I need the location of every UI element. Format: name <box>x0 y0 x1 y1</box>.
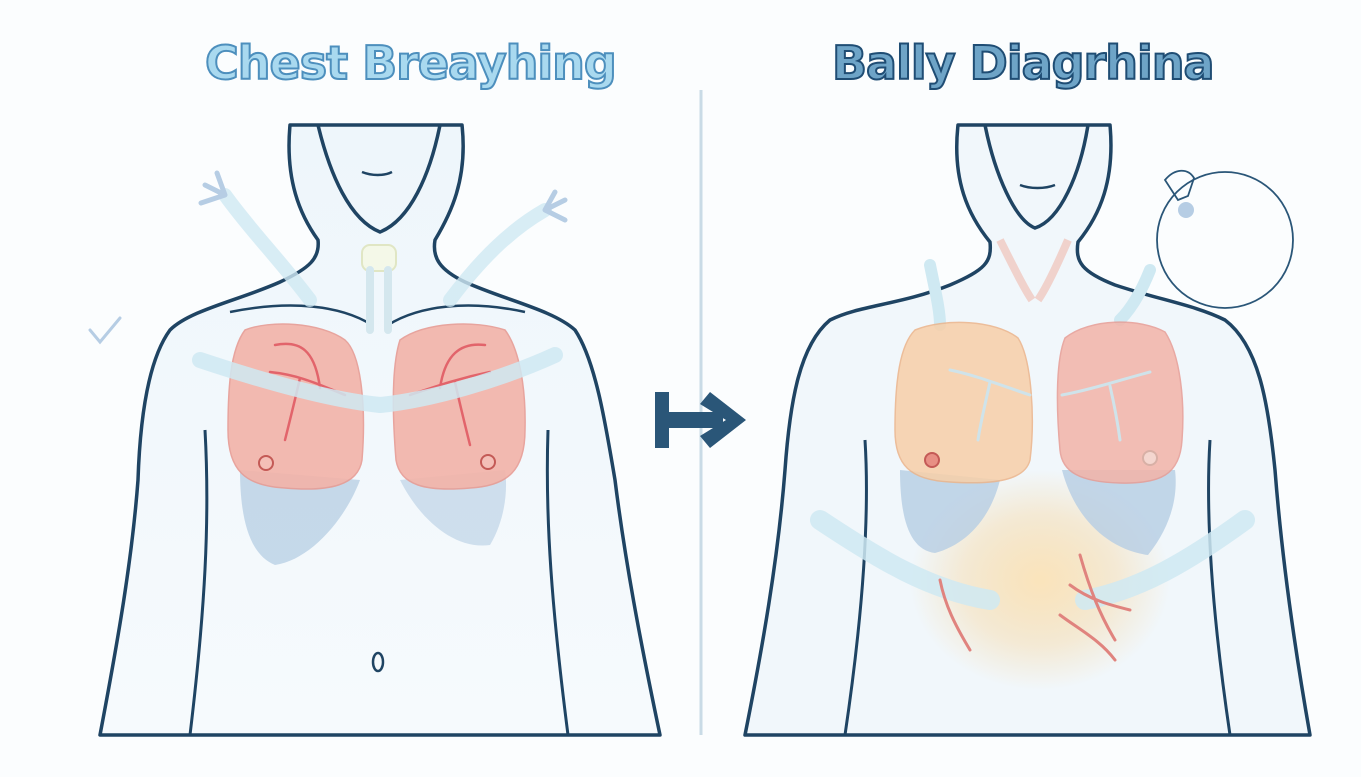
belly-breathing-title: Bally Diagrhina <box>832 36 1214 90</box>
torso-left <box>100 125 660 735</box>
figure-belly-breathing <box>745 125 1310 735</box>
chest-breathing-title: Chest Breayhing <box>205 36 616 90</box>
figure-chest-breathing <box>90 125 660 735</box>
lung-right-belly <box>1057 322 1182 483</box>
lung-left-belly <box>895 322 1032 482</box>
